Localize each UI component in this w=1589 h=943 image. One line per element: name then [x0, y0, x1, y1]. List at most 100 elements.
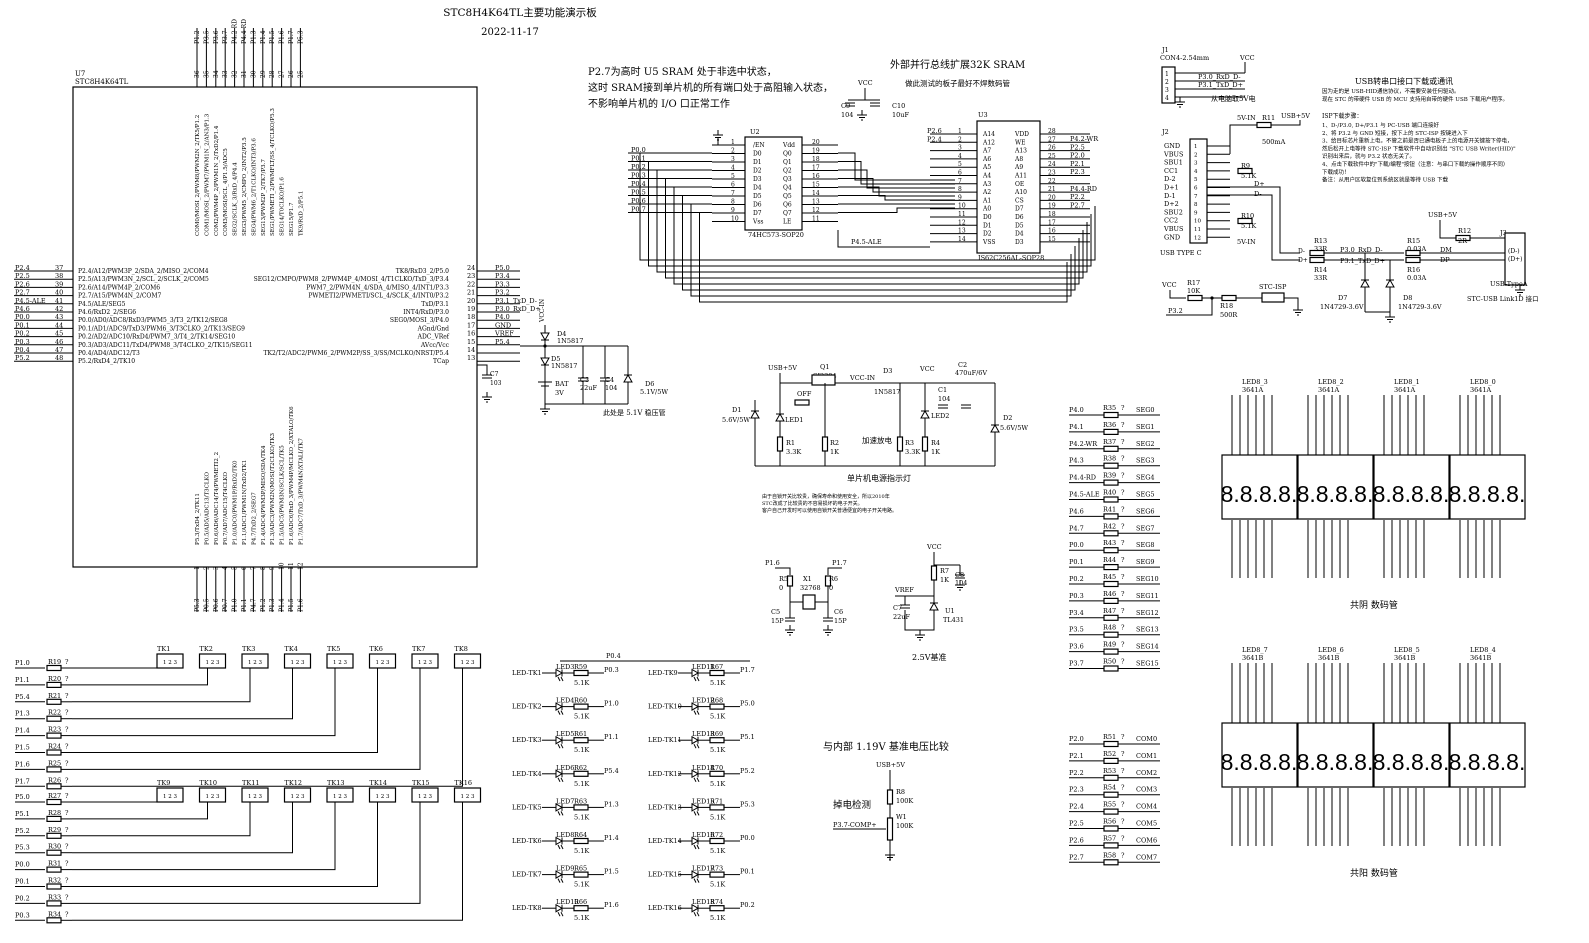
latch-pin-num: 18	[812, 156, 820, 163]
resistor	[1103, 547, 1119, 554]
resistor	[709, 905, 725, 912]
mcu-bottom-pin-num: 12	[297, 562, 304, 570]
resistor	[1103, 757, 1119, 765]
mcu-bottom-func: P0.7/AD7/ADC15/T4CLKO	[223, 472, 229, 545]
mcu-right-pin-num: 13	[467, 354, 475, 362]
tk-res-value: ?	[65, 759, 69, 767]
mcu-right-func: TCap	[433, 358, 449, 365]
com-res-ref: R53	[1103, 767, 1116, 775]
latch-pin-num: 17	[812, 165, 820, 172]
resistor	[46, 749, 62, 756]
latch-pin-name: D2	[753, 168, 762, 175]
latch-pin-name: Q3	[783, 176, 792, 183]
seg-res-value: ?	[1121, 658, 1125, 666]
sram-left-net: P2.6	[927, 127, 942, 135]
mcu-top-func: SEG3/PWM5_2/CMPO_2/INT2/P3.5	[242, 137, 248, 236]
usbc-pin-num: 5	[1194, 177, 1198, 183]
mcu-right-net: P3.0_RxD_D+	[495, 305, 541, 313]
resistor	[46, 698, 62, 705]
mcu-top-net: P3.7	[222, 30, 229, 44]
resistor	[573, 804, 589, 811]
ledtk-net: P1.1	[604, 733, 619, 741]
ledtk-res-ref: R69	[710, 730, 723, 738]
mcu-left-pin-num: 43	[55, 313, 63, 321]
ledtk-res-ref: R62	[574, 764, 587, 772]
mcu-left-pin-num: 47	[55, 346, 63, 354]
mcu-top-net: P4.4-RD	[241, 19, 248, 44]
led8-ref: LED8_5	[1394, 646, 1420, 654]
ledtk-name: LED-TK1	[512, 669, 542, 677]
com-res-net: P2.6	[1069, 836, 1084, 844]
tk-res-value: ?	[65, 692, 69, 700]
resistor	[1103, 445, 1119, 452]
led-arrow	[696, 676, 700, 682]
r3-ref: R3	[905, 439, 914, 447]
bat-ref: BAT	[555, 380, 569, 388]
seg-res-net: P0.1	[1069, 558, 1084, 566]
ledtk-led-ref: LED9	[556, 865, 574, 873]
latch-pin-num: 12	[812, 207, 820, 214]
mcu-bottom-func: P1.7/ADC7/TxD_3/PWM4N/XTALI/TK7	[298, 438, 304, 545]
ledtk-net: P0.2	[740, 901, 755, 909]
led-arrow	[557, 777, 561, 783]
sram-pin-num: 20	[1048, 194, 1056, 201]
mcu-bottom-pin-num: 11	[288, 562, 295, 570]
mcu-top-net: P1.4	[260, 30, 267, 44]
resistor	[1221, 294, 1237, 302]
tk-res-value: ?	[65, 860, 69, 868]
latch-pin-num: 2	[731, 148, 735, 155]
mcu-bottom-func: P4.7/TxD2_2/SEG7	[251, 492, 257, 545]
data-loop-route	[699, 212, 1068, 303]
latch-pin-name: D5	[753, 193, 762, 200]
led-arrow	[693, 743, 697, 749]
c4-ref: C4	[605, 376, 614, 384]
r7-ref: R7	[940, 567, 949, 575]
data-loop-route	[648, 161, 1092, 267]
seg-res-net: P0.2	[1069, 575, 1084, 583]
seg-res-seg: SEG4	[1136, 474, 1155, 482]
resistor	[1103, 563, 1119, 571]
seg-res-net: P3.7	[1069, 660, 1084, 668]
tk-res-ref: R28	[48, 809, 61, 817]
c2-value: 470uF/6V	[955, 369, 987, 377]
mcu-right-net: P3.4	[495, 272, 510, 280]
ledtk-res-value: 5.1K	[710, 847, 725, 855]
led-arrow	[693, 676, 697, 682]
ind-vccin: VCC-IN	[849, 374, 875, 382]
ledtk-led-ref: LED6	[556, 764, 574, 772]
diode-symbol	[540, 357, 550, 367]
ledtk-res-value: 5.1K	[710, 713, 725, 721]
ledtk-res-value: 5.1K	[574, 713, 589, 721]
ledtk-res-value: 5.1K	[574, 679, 589, 687]
usba-dm: (D-)	[1508, 248, 1520, 255]
r1-ref: R1	[786, 439, 795, 447]
data-loop-route	[673, 187, 1080, 285]
usbc-pin-num: 4	[1194, 169, 1198, 175]
mcu-left-net: P5.2	[15, 354, 30, 362]
tk-route	[72, 790, 421, 904]
led8-part: 3641A	[1470, 386, 1492, 394]
resistor	[46, 832, 62, 839]
seg-res-value: ?	[1121, 624, 1125, 632]
tk-key-pins: 1 2 3	[376, 794, 390, 800]
mcu-top-pin-num: 34	[213, 70, 220, 78]
seg-res-value: ?	[1121, 404, 1125, 412]
usbc-pin-name: D+1	[1164, 184, 1179, 192]
resistor	[1103, 665, 1119, 672]
mcu-right-pin-num: 24	[467, 264, 475, 272]
led8-ref: LED8_1	[1394, 378, 1420, 386]
r4-value: 1K	[931, 448, 940, 456]
r18-ref: R18	[1220, 302, 1233, 310]
r13-ref: R13	[1314, 237, 1327, 245]
resistor	[573, 770, 589, 777]
mcu-bottom-net: P0.5	[203, 598, 210, 612]
ind-title: 单片机电源指示灯	[847, 473, 911, 483]
mcu-top-net: P3.6	[213, 30, 220, 44]
latch-net-label: P0.1	[631, 155, 646, 163]
latch-pin-num: 4	[731, 165, 735, 172]
resistor	[573, 669, 589, 677]
sram-pin-num: 28	[1048, 128, 1056, 135]
latch-pin-num: 19	[812, 148, 820, 155]
ledtk-res-ref: R60	[574, 697, 587, 705]
seg-res-seg: SEG9	[1136, 558, 1155, 566]
